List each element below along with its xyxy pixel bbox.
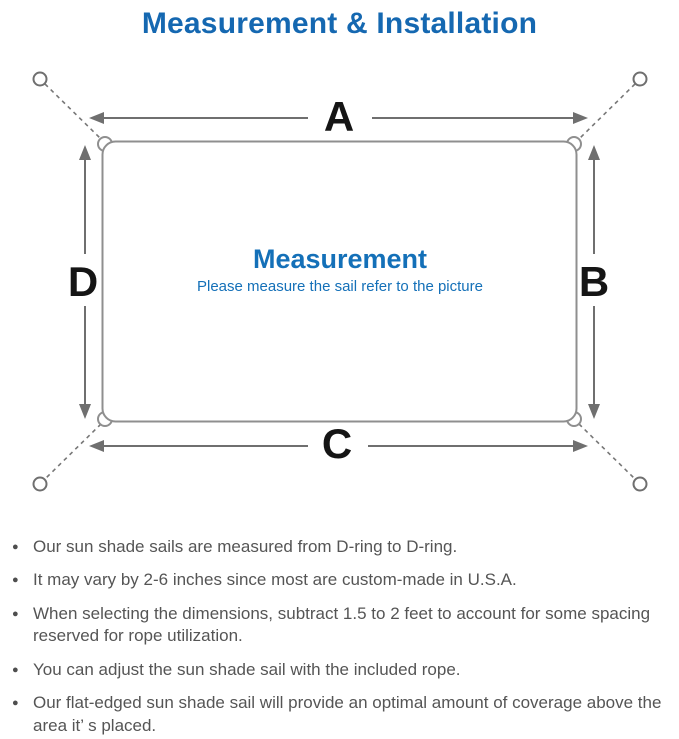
dimension-label-d: D — [68, 258, 98, 305]
arrow-down-icon — [588, 404, 600, 419]
dimension-label-c: C — [322, 420, 352, 467]
bullet-icon: ● — [12, 574, 19, 587]
rope-line-top-left — [44, 83, 102, 140]
note-text: It may vary by 2-6 inches since most are… — [33, 570, 517, 590]
dimension-label-b: B — [579, 258, 609, 305]
sail-outline — [101, 140, 578, 423]
arrow-left-icon — [89, 440, 104, 452]
list-item: ● You can adjust the sun shade sail with… — [12, 659, 671, 681]
list-item: ● Our sun shade sails are measured from … — [12, 536, 671, 558]
anchor-ring-icon-top-right — [632, 71, 648, 87]
arrow-up-icon — [79, 145, 91, 160]
note-text: Our sun shade sails are measured from D-… — [33, 537, 458, 556]
bullet-icon: ● — [12, 607, 19, 620]
list-item: ● When selecting the dimensions, subtrac… — [12, 603, 671, 648]
arrow-left-icon — [89, 112, 104, 124]
dimension-label-a: A — [324, 93, 354, 140]
arrow-right-icon — [573, 440, 588, 452]
arrow-right-icon — [573, 112, 588, 124]
sail-measurement-diagram: A B C D Measurement Please measure the s… — [32, 71, 648, 492]
dimension-a-arrow — [89, 112, 588, 124]
note-text: When selecting the dimensions, subtract … — [33, 603, 651, 646]
anchor-ring-icon-bottom-left — [32, 476, 48, 492]
diagram-center-title: Measurement — [253, 244, 427, 274]
anchor-ring-icon-bottom-right — [632, 476, 648, 492]
dimension-b-arrow — [588, 145, 600, 419]
notes-list: ● Our sun shade sails are measured from … — [0, 536, 679, 737]
anchor-ring-icon-top-left — [32, 71, 48, 87]
note-text: Our flat-edged sun shade sail will provi… — [33, 693, 662, 735]
dimension-c-arrow — [89, 440, 588, 452]
anchor-rings — [32, 71, 648, 492]
bullet-icon: ● — [12, 697, 19, 710]
corner-rope-lines — [44, 83, 636, 480]
rope-line-bottom-left — [44, 423, 102, 480]
arrow-up-icon — [588, 145, 600, 160]
list-item: ● Our flat-edged sun shade sail will pro… — [12, 692, 671, 737]
arrow-down-icon — [79, 404, 91, 419]
rope-line-bottom-right — [578, 423, 636, 480]
bullet-icon: ● — [12, 541, 19, 553]
page-title: Measurement & Installation — [141, 7, 538, 40]
note-text: You can adjust the sun shade sail with t… — [33, 659, 461, 679]
rope-line-top-right — [578, 83, 636, 140]
diagram-center-subtitle: Please measure the sail refer to the pic… — [197, 278, 483, 295]
list-item: ● It may vary by 2-6 inches since most a… — [12, 569, 671, 591]
bullet-icon: ● — [12, 663, 19, 676]
dimension-d-arrow — [79, 145, 91, 419]
